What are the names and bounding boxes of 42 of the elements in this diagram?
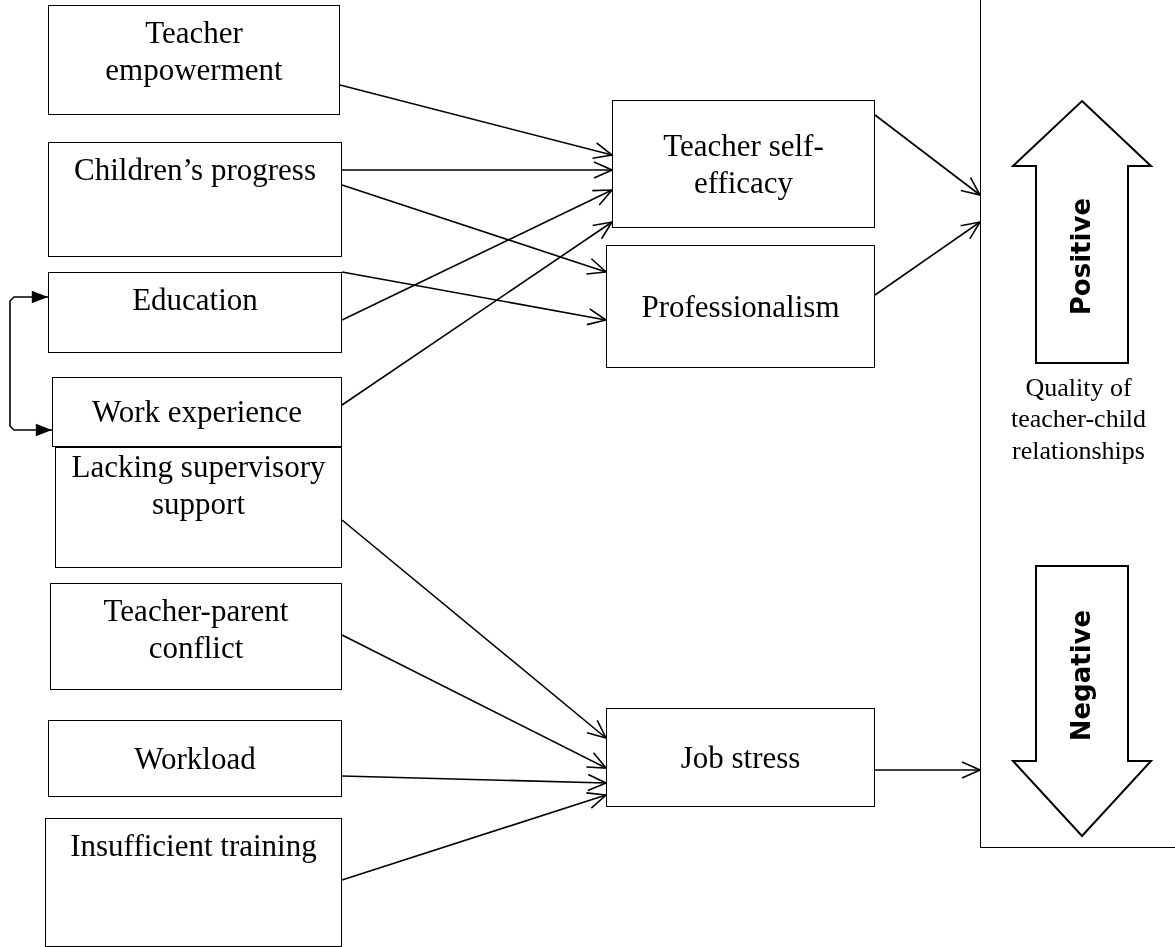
factor-box [55,447,342,568]
arrow [874,221,981,296]
node-label: Insufficient training [70,827,317,865]
arrow [874,114,981,196]
node-label: Job stress [680,738,801,777]
node-label: Teacher self-efficacy [662,126,825,202]
node-label: Professionalism [641,287,840,326]
factor-box [48,142,342,257]
arrow [341,189,613,321]
arrow [341,184,607,275]
arrow [341,221,613,406]
arrow [341,792,607,881]
arrow-label: Negative [1066,610,1098,742]
arrow [874,761,981,779]
factor-box [50,583,342,690]
outcome-box [980,0,1175,848]
node-label: Lacking supervisory support [70,448,327,523]
down-arrow-shape [1013,566,1151,836]
arrow [9,290,53,437]
node-label: Quality of teacher-child relationships [1009,372,1148,466]
factor-box [52,377,342,447]
factor-box [606,245,875,368]
factor-box [48,272,342,353]
arrow [341,634,607,769]
arrow-label: Positive [1066,198,1098,316]
arrow [341,161,613,179]
node-label: Teacher-parent conflict [102,592,290,667]
factor-box [45,818,342,947]
factor-box [612,100,875,228]
node-label: Teacher empowerment [104,14,284,89]
arrow [341,519,607,739]
up-arrow-shape [1013,101,1151,363]
node-label: Children’s progress [74,151,316,189]
arrow [339,84,613,160]
factor-box [48,720,342,797]
node-label: Education [132,281,258,319]
factor-box [606,708,875,807]
arrow [341,271,607,326]
node-label: Work experience [91,393,303,431]
arrow [341,773,607,792]
node-label: Workload [134,739,256,778]
factor-box [48,5,340,115]
